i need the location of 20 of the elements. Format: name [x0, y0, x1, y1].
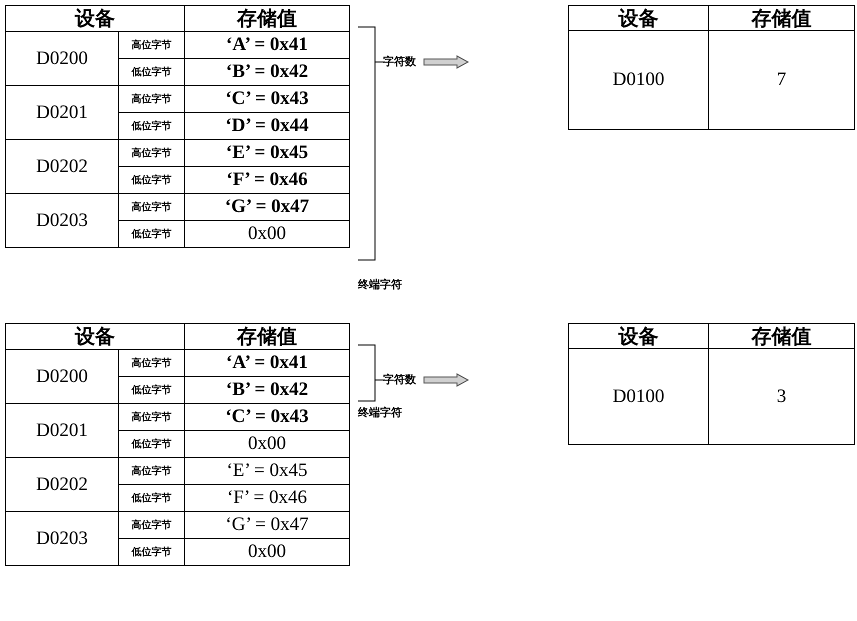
table-cell: 7 [708, 30, 855, 130]
header-cell: 设备 [568, 5, 709, 31]
annotation-text: 终端字符 [358, 405, 402, 420]
table-cell: D0203 [5, 193, 119, 248]
annotation-text: 字符数 [383, 54, 416, 69]
table-cell: D0100 [568, 348, 709, 445]
table-cell: 0x00 [184, 538, 350, 566]
header-cell: 设备 [5, 323, 185, 350]
table-cell: D0100 [568, 30, 709, 130]
annotation-text: 字符数 [383, 372, 416, 387]
annotation-text: 终端字符 [358, 277, 402, 292]
table-cell: 0x00 [184, 220, 350, 248]
header-cell: 存储值 [708, 5, 855, 31]
header-cell: 存储值 [708, 323, 855, 349]
header-cell: 设备 [5, 5, 185, 32]
header-cell: 设备 [568, 323, 709, 349]
table-cell: 3 [708, 348, 855, 445]
header-cell: 存储值 [184, 323, 350, 350]
table-cell: D0203 [5, 511, 119, 566]
header-cell: 存储值 [184, 5, 350, 32]
